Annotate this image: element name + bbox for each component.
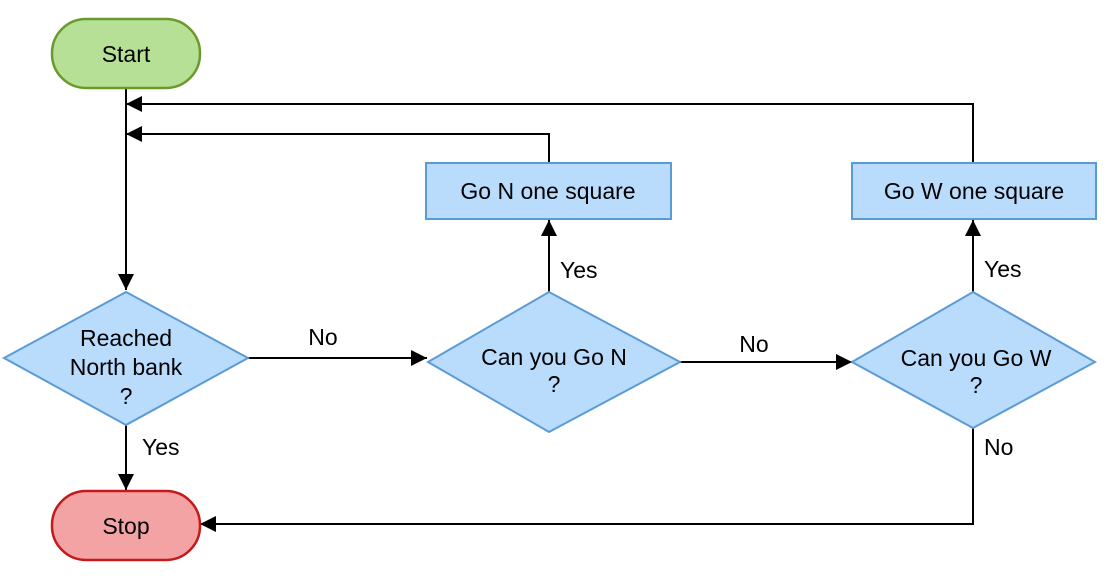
node-start-label: Start (102, 41, 151, 67)
node-can-go-w[interactable]: Can you Go W ? (849, 290, 1098, 430)
node-reached-line-1: Reached (80, 325, 172, 351)
edge-go-w-loop (126, 96, 974, 163)
node-can-go-n[interactable]: Can you Go N ? (426, 290, 683, 434)
edge-label-reached-no: No (308, 324, 337, 350)
node-stop[interactable]: Stop (50, 489, 202, 562)
decision-can-go-n-shape (426, 290, 683, 434)
edge-label-can-go-w-no: No (984, 434, 1013, 460)
edge-label-can-go-n-yes: Yes (560, 257, 598, 283)
node-go-w-label: Go W one square (884, 178, 1064, 204)
edge-label-reached-yes: Yes (142, 434, 180, 460)
process-go-w-shape (851, 162, 1097, 220)
edges: No Yes Yes No Yes No (118, 88, 1022, 532)
node-can-go-w-line-1: Can you Go W (901, 345, 1052, 371)
node-can-go-n-line-2: ? (548, 371, 561, 397)
edge-go-n-loop (126, 126, 550, 163)
node-go-n-label: Go N one square (460, 178, 635, 204)
node-reached-line-2: North bank (70, 354, 183, 380)
node-start[interactable]: Start (50, 17, 202, 90)
node-reached-line-3: ? (120, 383, 133, 409)
node-stop-label: Stop (102, 513, 149, 539)
node-go-n[interactable]: Go N one square (425, 162, 672, 220)
nodes: Start Stop Reached North bank ? Can you … (1, 17, 1098, 562)
process-go-n-shape (425, 162, 672, 220)
node-can-go-n-line-1: Can you Go N (481, 344, 627, 370)
terminal-start-shape (50, 17, 202, 90)
decision-can-go-w-shape (849, 290, 1098, 430)
edge-can-go-w-no (200, 428, 974, 532)
decision-reached-shape (1, 290, 251, 427)
node-go-w[interactable]: Go W one square (851, 162, 1097, 220)
node-can-go-w-line-2: ? (970, 372, 983, 398)
terminal-stop-shape (50, 489, 202, 562)
edge-label-can-go-n-no: No (739, 331, 768, 357)
edge-label-can-go-w-yes: Yes (984, 256, 1022, 282)
node-reached-north-bank[interactable]: Reached North bank ? (1, 290, 251, 427)
